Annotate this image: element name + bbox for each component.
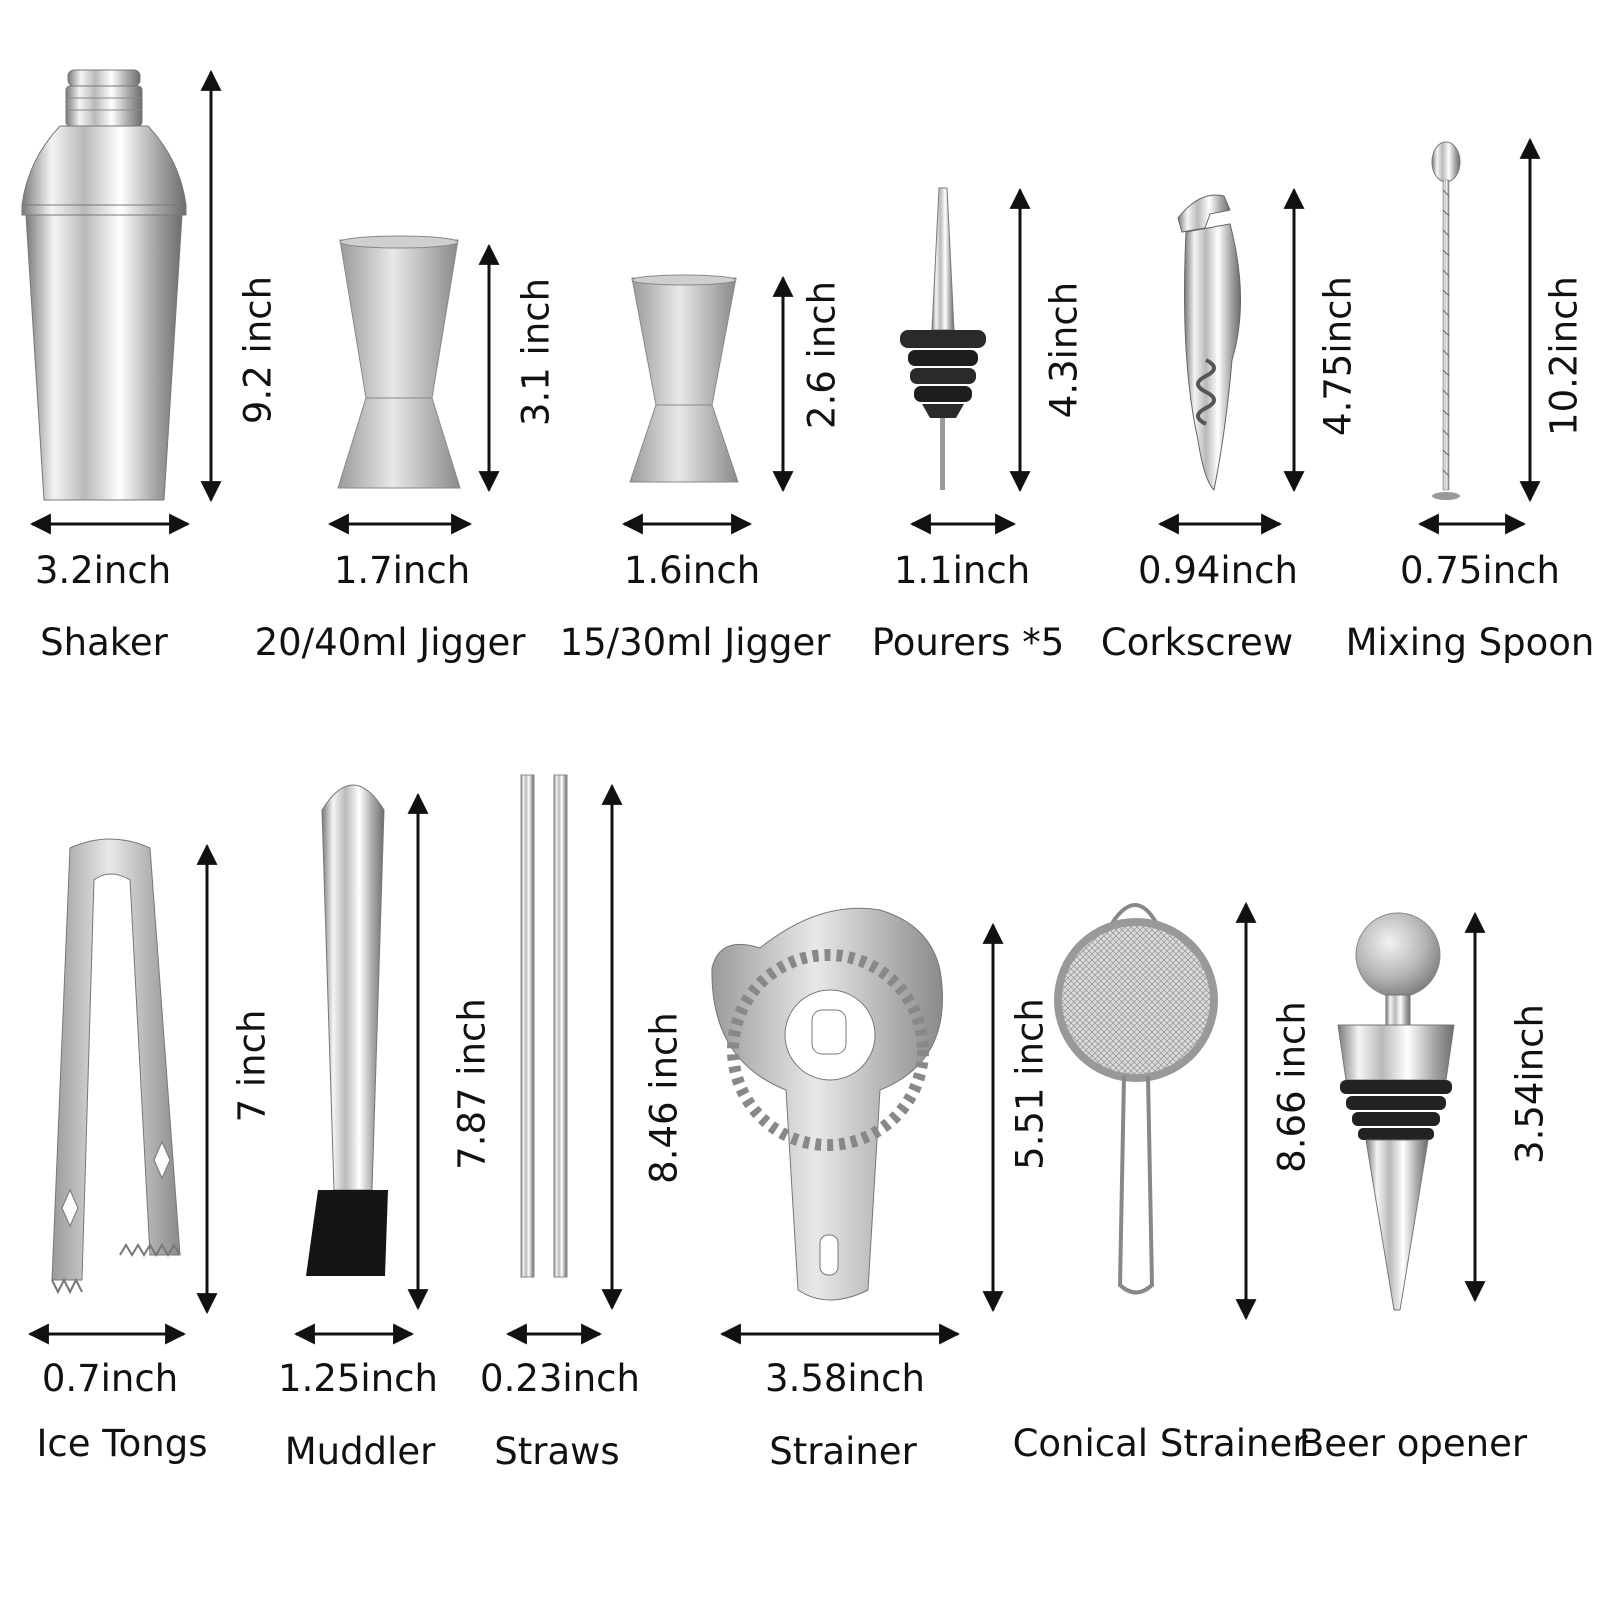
mixing-spoon-height-label: 10.2inch (1542, 276, 1586, 436)
strainer-width-label: 3.58inch (765, 1357, 925, 1400)
ice-tongs-height-label: 7 inch (230, 1009, 274, 1123)
jigger-large-name: 20/40ml Jigger (254, 621, 526, 664)
pourer-name: Pourers *5 (871, 621, 1065, 664)
strainer-name: Strainer (769, 1430, 917, 1473)
straws-image (520, 774, 568, 1278)
dimension-arrows (27, 69, 1541, 1345)
mixing-spoon-name: Mixing Spoon (1345, 621, 1595, 664)
bottle-stopper-image (1337, 912, 1455, 1311)
muddler-name: Muddler (284, 1430, 436, 1473)
corkscrew-width-label: 0.94inch (1138, 549, 1298, 592)
ice-tongs-width-label: 0.7inch (41, 1357, 179, 1400)
jigger-small-width-label: 1.6inch (623, 549, 761, 592)
muddler-image (306, 784, 388, 1276)
shaker-width-label: 3.2inch (34, 549, 172, 592)
corkscrew-image (1177, 194, 1241, 492)
strainer-image (711, 907, 943, 1301)
muddler-height-label: 7.87 inch (450, 998, 494, 1170)
shaker-image (21, 69, 187, 501)
corkscrew-name: Corkscrew (1100, 621, 1294, 664)
beer-opener-name: Beer opener (1298, 1422, 1528, 1465)
corkscrew-height-label: 4.75inch (1316, 276, 1360, 436)
straws-name: Straws (494, 1430, 620, 1473)
straws-height-label: 8.46 inch (642, 1012, 686, 1184)
ice-tongs-image (51, 838, 181, 1295)
jigger-large-height-label: 3.1 inch (514, 277, 558, 427)
shaker-height-label: 9.2 inch (236, 275, 280, 425)
jigger-small-name: 15/30ml Jigger (559, 621, 831, 664)
mixing-spoon-image (1431, 141, 1461, 500)
straws-width-label: 0.23inch (480, 1357, 640, 1400)
conical-strainer-name: Conical Strainer (1012, 1422, 1308, 1465)
muddler-width-label: 1.25inch (278, 1357, 438, 1400)
shaker-name: Shaker (40, 621, 168, 664)
jigger-large-image (337, 235, 461, 489)
pourer-width-label: 1.1inch (893, 549, 1031, 592)
jigger-small-image (629, 274, 739, 483)
conical-strainer-height-label: 8.66 inch (1270, 1001, 1314, 1173)
pourer-image (900, 187, 986, 490)
strainer-height-label: 5.51 inch (1008, 998, 1052, 1170)
jigger-small-height-label: 2.6 inch (800, 280, 844, 430)
ice-tongs-name: Ice Tongs (36, 1422, 208, 1465)
beer-opener-height-label: 3.54inch (1508, 1004, 1552, 1164)
pourer-height-label: 4.3inch (1042, 281, 1086, 419)
jigger-large-width-label: 1.7inch (333, 549, 471, 592)
mixing-spoon-width-label: 0.75inch (1400, 549, 1560, 592)
conical-strainer-image (1054, 903, 1218, 1295)
